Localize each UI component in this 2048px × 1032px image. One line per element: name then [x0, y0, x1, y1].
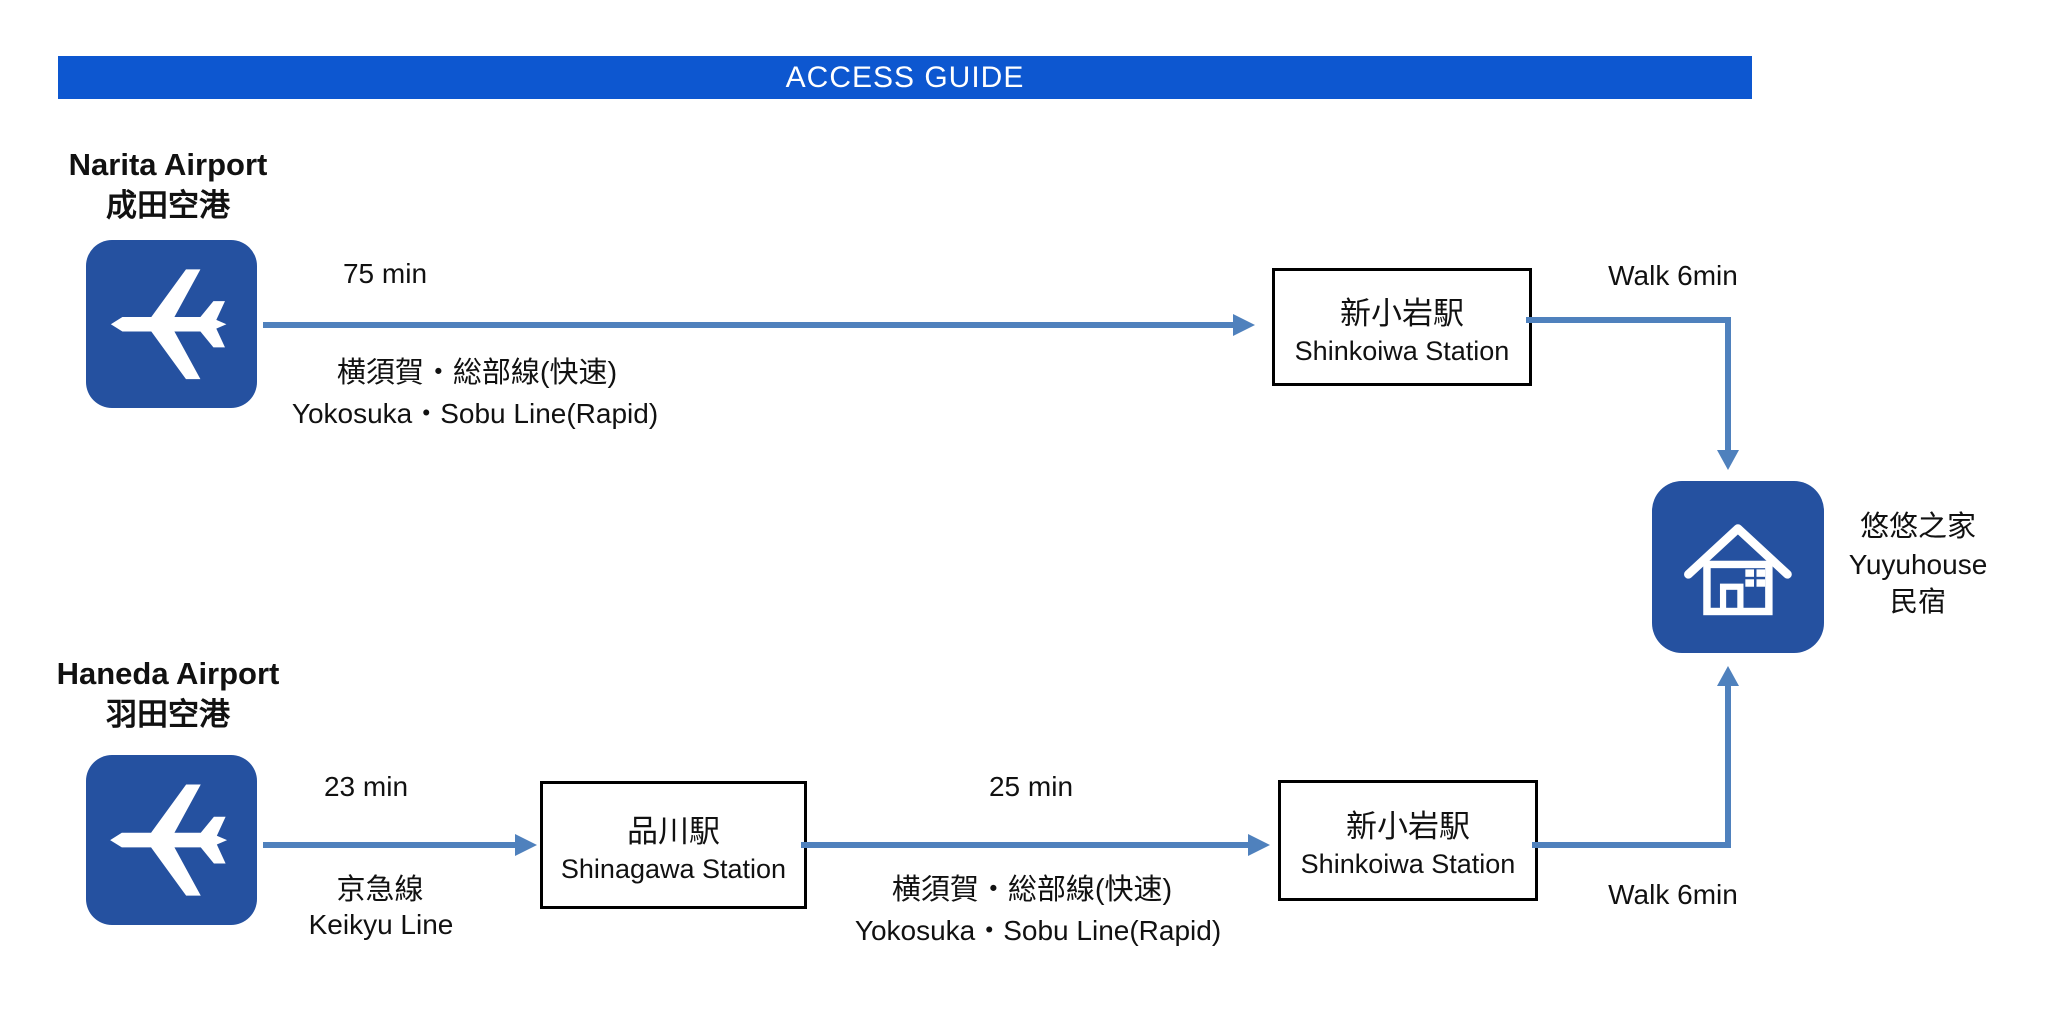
haneda-leg1-line-ja: 京急線 — [336, 874, 424, 906]
shinagawa-station-box: 品川駅 Shinagawa Station — [540, 781, 807, 909]
haneda-airplane-badge — [86, 755, 257, 925]
shinkoiwa-station-box-top: 新小岩駅 Shinkoiwa Station — [1272, 268, 1532, 386]
station-name-ja: 新小岩駅 — [1340, 295, 1464, 331]
station-name-en: Shinagawa Station — [560, 853, 787, 884]
walk-label-bottom: Walk 6min — [1608, 879, 1738, 910]
narita-route-line-ja: 横須賀・総部線(快速) — [336, 357, 618, 389]
house-icon — [1684, 524, 1792, 616]
airplane-icon — [110, 269, 227, 379]
station-name-en: Shinkoiwa Station — [1300, 849, 1516, 879]
haneda-airport-name-ja: 羽田空港 — [106, 697, 230, 732]
narita-route-duration: 75 min — [342, 258, 428, 289]
walk-arrow-bottom-hline — [1532, 842, 1731, 848]
haneda-leg2-duration: 25 min — [988, 771, 1074, 802]
title-bar: ACCESS GUIDE — [58, 56, 1752, 99]
haneda-airport-label: Haneda Airport 羽田空港 — [28, 653, 308, 735]
destination-name-ja: 悠悠之家 — [1859, 511, 1976, 543]
station-name-ja: 新小岩駅 — [1346, 809, 1470, 844]
narita-airport-name-ja: 成田空港 — [106, 188, 230, 223]
station-name-ja: 品川駅 — [627, 813, 720, 849]
narita-route-arrow-head — [1233, 314, 1255, 336]
haneda-leg1-duration: 23 min — [323, 771, 409, 802]
destination-name-en: Yuyuhouse — [1848, 549, 1988, 580]
walk-label-top: Walk 6min — [1608, 260, 1738, 291]
station-name-en: Shinkoiwa Station — [1294, 335, 1510, 366]
haneda-leg1-arrow-line — [263, 842, 515, 848]
destination-category: 民宿 — [1889, 586, 1946, 617]
narita-airplane-badge — [86, 240, 257, 408]
shinkoiwa-station-box-bottom: 新小岩駅 Shinkoiwa Station — [1278, 780, 1538, 901]
destination-house-badge — [1652, 481, 1824, 653]
walk-arrow-top-vline — [1725, 317, 1731, 452]
haneda-leg2-line-en: Yokosuka・Sobu Line(Rapid) — [854, 915, 1222, 946]
narita-route-line-en: Yokosuka・Sobu Line(Rapid) — [291, 398, 659, 429]
walk-arrow-bottom-vline — [1725, 686, 1731, 848]
airplane-icon — [110, 784, 228, 896]
haneda-airport-name-en: Haneda Airport — [56, 656, 280, 691]
haneda-leg2-line-ja: 横須賀・総部線(快速) — [891, 874, 1173, 906]
narita-airport-label: Narita Airport 成田空港 — [28, 144, 308, 226]
narita-airport-name-en: Narita Airport — [68, 147, 268, 182]
narita-route-arrow-line — [263, 322, 1235, 328]
walk-arrow-bottom-head — [1717, 666, 1739, 686]
haneda-leg1-arrow-head — [515, 834, 537, 856]
walk-arrow-top-head — [1717, 450, 1739, 470]
walk-arrow-top-hline — [1526, 317, 1731, 323]
destination-label: 悠悠之家 Yuyuhouse 民宿 — [1812, 509, 2024, 620]
page-title: ACCESS GUIDE — [785, 60, 1025, 94]
haneda-leg1-line-en: Keikyu Line — [308, 909, 454, 940]
haneda-leg2-arrow-line — [801, 842, 1248, 848]
haneda-leg2-arrow-head — [1248, 834, 1270, 856]
